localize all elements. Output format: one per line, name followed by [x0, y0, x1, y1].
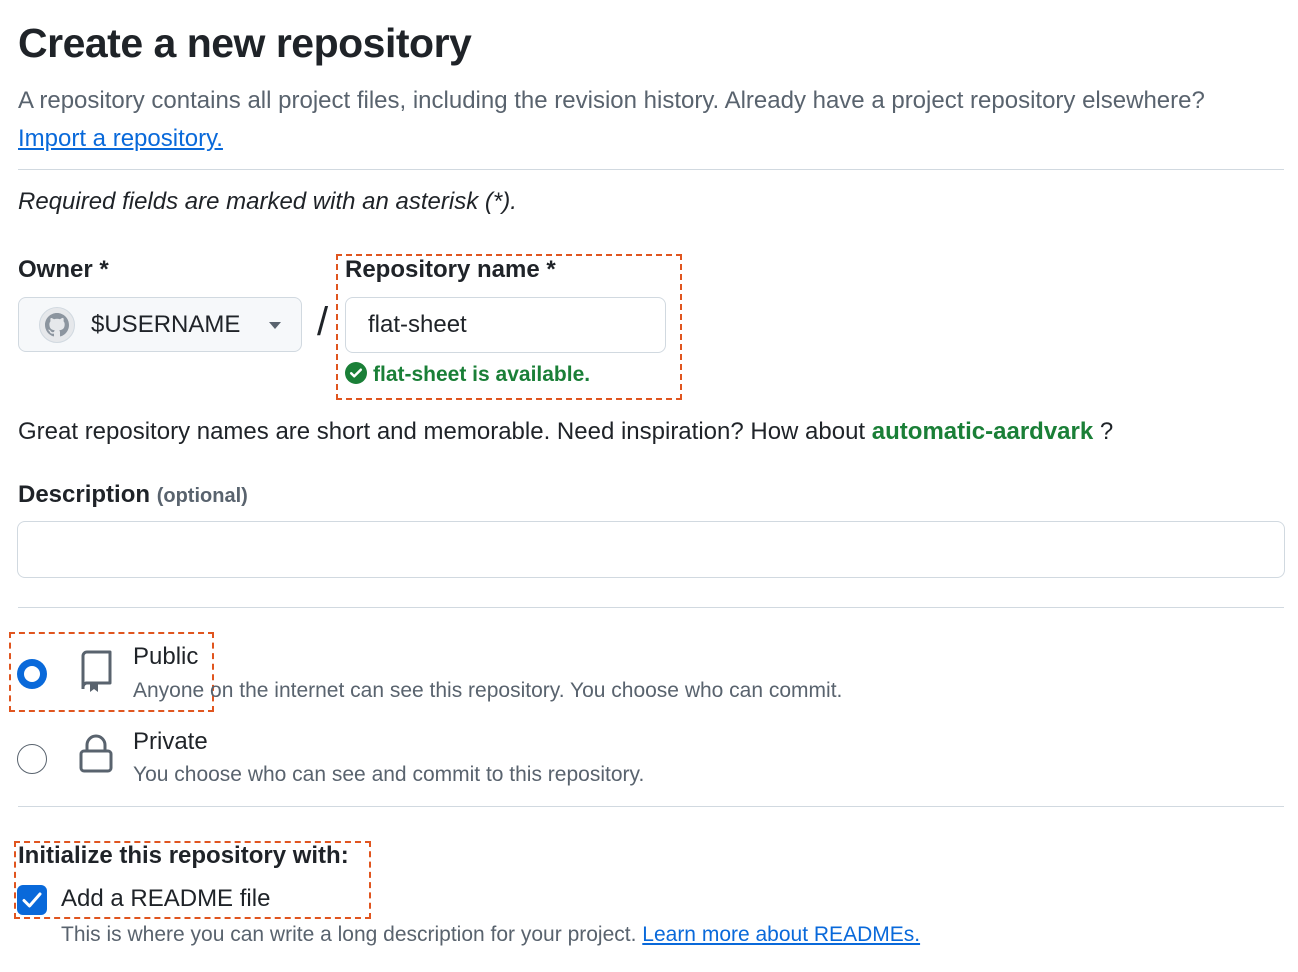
repo-name-input[interactable]: [345, 297, 666, 353]
owner-select[interactable]: $USERNAME: [18, 297, 302, 352]
public-title: Public: [133, 643, 199, 670]
description-label-text: Description: [18, 481, 151, 508]
divider: [18, 607, 1284, 608]
init-heading: Initialize this repository with:: [18, 842, 349, 869]
readme-description-text: This is where you can write a long descr…: [61, 923, 637, 946]
availability-message: flat-sheet is available.: [345, 362, 590, 387]
divider: [18, 169, 1284, 170]
lock-icon: [79, 734, 113, 773]
page-title: Create a new repository: [18, 20, 472, 66]
learn-more-readmes-link[interactable]: Learn more about READMEs.: [642, 923, 921, 946]
repo-name-highlight: [336, 254, 682, 400]
subtitle-text: A repository contains all project files,…: [18, 87, 1205, 114]
suggested-name[interactable]: automatic-aardvark: [871, 418, 1094, 445]
public-radio[interactable]: [17, 659, 47, 689]
availability-text: flat-sheet is available.: [373, 363, 591, 386]
init-highlight: [14, 841, 371, 919]
required-fields-note: Required fields are marked with an aster…: [18, 188, 517, 215]
readme-label[interactable]: Add a README file: [61, 885, 271, 912]
hint-trailing: ?: [1099, 418, 1114, 445]
check-icon: [22, 892, 42, 908]
triangle-down-icon: [269, 322, 281, 329]
description-input[interactable]: [17, 521, 1285, 578]
import-repository-link[interactable]: Import a repository.: [18, 125, 223, 152]
readme-checkbox[interactable]: [17, 885, 47, 915]
readme-description: This is where you can write a long descr…: [61, 923, 920, 947]
owner-repo-separator: /: [317, 300, 329, 344]
avatar: [39, 307, 75, 343]
description-label: Description (optional): [18, 481, 248, 509]
private-description: You choose who can see and commit to thi…: [133, 763, 645, 786]
owner-label: Owner *: [18, 256, 109, 283]
page-subtitle: A repository contains all project files,…: [18, 82, 1278, 158]
repo-icon: [81, 650, 112, 692]
hint-text: Great repository names are short and mem…: [18, 418, 866, 445]
public-description: Anyone on the internet can see this repo…: [133, 679, 843, 702]
optional-tag: (optional): [156, 485, 248, 507]
private-radio[interactable]: [17, 744, 47, 774]
private-title: Private: [133, 728, 208, 755]
check-circle-icon: [345, 362, 367, 384]
name-hint: Great repository names are short and mem…: [18, 418, 1113, 446]
divider: [18, 806, 1284, 807]
mark-github-icon: [45, 313, 69, 337]
repo-name-label: Repository name *: [345, 256, 556, 283]
owner-value: $USERNAME: [91, 311, 241, 338]
public-option-highlight: [9, 632, 214, 712]
